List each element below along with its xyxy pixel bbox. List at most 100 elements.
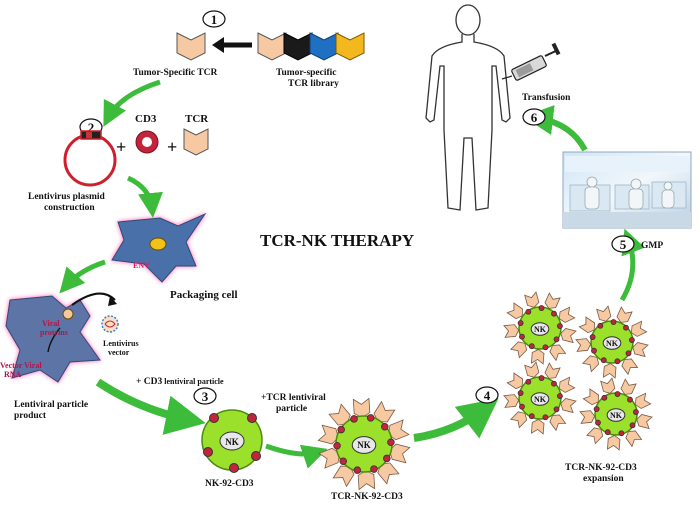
- tcr-icon: [309, 32, 339, 61]
- tcr-icon: [506, 302, 524, 320]
- nk-label: NK: [606, 339, 619, 348]
- step-1-badge: 1: [202, 10, 226, 28]
- nk-cell-icon: NK: [201, 409, 263, 473]
- tcr-icon: [575, 338, 592, 352]
- cd3-ring-icon: [366, 414, 375, 422]
- cd3-ring-icon: [623, 324, 629, 331]
- gmp-label: GMP: [641, 241, 663, 251]
- lentivirus-vector-label-1: Lentivirus: [103, 339, 139, 348]
- step-5-badge: 5: [611, 235, 635, 253]
- tcr-icon: [582, 355, 600, 373]
- tcr-icon: [596, 305, 612, 322]
- plus-sign: +: [116, 137, 126, 157]
- tcr-icon: [616, 306, 633, 323]
- packaging-cell-label: Packaging cell: [170, 289, 238, 301]
- tcr-nk-cell-icon: NK: [579, 377, 653, 451]
- cd3-ring-icon: [627, 396, 633, 403]
- tcr-icon: [510, 341, 528, 359]
- tcr-label: TCR: [185, 113, 209, 125]
- tcr-icon: [510, 411, 528, 429]
- lentivirus-vector-icon: [101, 315, 119, 333]
- flow-arrow: [59, 259, 106, 294]
- selection-arrow: [212, 37, 252, 53]
- env-label: ENV: [133, 261, 150, 270]
- cd3-ring-icon: [618, 430, 625, 437]
- tcr-icon: [549, 414, 567, 432]
- lentivirus-vector-label-2: vector: [108, 348, 130, 357]
- cd3-ring-icon: [591, 347, 597, 354]
- cd3-ring-icon: [519, 333, 525, 340]
- cd3-ring-icon: [593, 406, 600, 412]
- cd3-ring-icon: [553, 406, 560, 413]
- cd3-lentiviral-particle-label: + CD3 lentiviral particle: [136, 377, 224, 387]
- nk-label: NK: [610, 411, 623, 420]
- cd3-ring-icon: [387, 438, 395, 447]
- cd3-ring-icon: [604, 429, 611, 436]
- cd3-ring-icon: [632, 409, 639, 415]
- cd3-ring-icon: [370, 465, 378, 473]
- tcr-library-label-1: Tumor-specific: [276, 68, 337, 78]
- tcr-icon: [549, 344, 567, 362]
- tcr-icon: [620, 378, 637, 395]
- tcr-icon: [503, 394, 520, 408]
- cd3-ring-icon: [383, 454, 391, 463]
- cd3-ring-icon: [551, 310, 557, 317]
- tcr-icon: [357, 469, 376, 491]
- svg-text:1: 1: [211, 12, 218, 27]
- tcr-icon: [632, 342, 649, 358]
- cd3-ring-icon: [333, 441, 341, 450]
- cd3-ring-icon: [553, 336, 560, 343]
- tcr-nk-cell-icon: NK: [317, 397, 411, 491]
- tcr-icon: [630, 320, 648, 337]
- cd3-ring-icon: [597, 322, 604, 329]
- tcr-nk-cell-icon: NK: [503, 361, 577, 435]
- tcr-icon: [524, 291, 540, 308]
- tcr-icon: [377, 462, 400, 485]
- cd3-ring-icon: [135, 130, 159, 154]
- expansion-label-2: expansion: [583, 474, 624, 484]
- flow-arrow: [103, 79, 161, 127]
- cd3-ring-icon: [614, 391, 621, 397]
- flow-arrow: [95, 378, 206, 435]
- tcr-icon: [600, 377, 616, 394]
- tcr-icon: [530, 419, 545, 435]
- cd3-ring-icon: [629, 422, 636, 429]
- tcr-icon: [318, 447, 340, 469]
- step-4-badge: 4: [475, 386, 499, 404]
- tcr-icon: [582, 388, 600, 406]
- tcr-icon: [560, 328, 577, 344]
- tcr-nk-cell-icon: NK: [503, 291, 577, 365]
- cd3-plus: + CD3: [136, 377, 163, 387]
- nk-label: NK: [534, 325, 547, 334]
- cd3-ring-icon: [381, 423, 389, 431]
- tcr-icon: [352, 397, 371, 419]
- tcr-library-label-2: TCR library: [288, 79, 339, 89]
- cd3-ring-icon: [589, 334, 596, 340]
- svg-text:3: 3: [202, 389, 209, 404]
- cd3-ring-icon: [628, 337, 635, 343]
- tcr-icon: [544, 292, 561, 309]
- tcr-icon: [283, 32, 313, 61]
- expansion-cluster: NK NK NK NK: [503, 291, 653, 451]
- cd3-ring-icon: [595, 419, 601, 426]
- tcr-icon: [558, 376, 576, 393]
- tcr-library: [257, 32, 365, 61]
- tcr-nk-cell: NK: [317, 397, 411, 491]
- tcr-icon: [506, 372, 524, 390]
- tcr-icon: [560, 398, 577, 414]
- tcr-lentiviral-particle-label-1: +TCR lentiviral: [261, 393, 326, 403]
- tcr-icon: [636, 414, 653, 430]
- vector-viral-rna-label: Vector Viral: [0, 361, 42, 370]
- human-body-icon: [425, 4, 511, 211]
- flow-arrow: [126, 175, 163, 218]
- tcr-icon: [602, 363, 617, 379]
- lentivirus-plasmid-label-2: construction: [44, 203, 95, 213]
- cd3-ring-icon: [525, 378, 532, 385]
- tcr-icon: [544, 362, 561, 379]
- tcr-icon: [317, 424, 339, 445]
- tcr-icon: [625, 430, 643, 448]
- tcr-icon: [634, 392, 652, 409]
- cd3-ring-icon: [542, 344, 549, 351]
- svg-text:5: 5: [620, 237, 627, 252]
- transfusion-label: Transfusion: [522, 93, 571, 103]
